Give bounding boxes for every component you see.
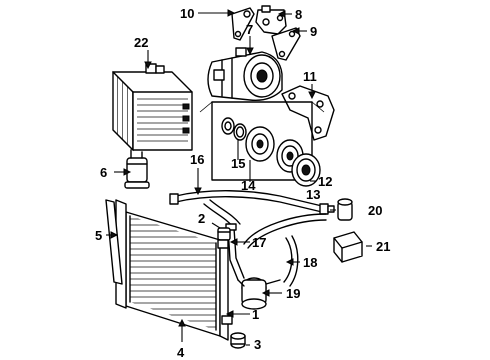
- compressor-part: [207, 47, 283, 101]
- callout-17: 17: [252, 235, 266, 250]
- grommet-part: [217, 227, 231, 241]
- support-bracket-part: [281, 85, 335, 141]
- condenser-part: [115, 199, 233, 341]
- field-coil-part: [291, 153, 321, 187]
- callout-11: 11: [303, 69, 317, 84]
- callout-13: 13: [306, 187, 320, 202]
- callout-1: 1: [252, 307, 259, 322]
- callout-2: 2: [198, 211, 205, 226]
- callout-5: 5: [95, 228, 102, 243]
- callout-21: 21: [376, 239, 390, 254]
- service-valve-cap-part: [337, 198, 353, 221]
- leader-lines: [106, 9, 372, 346]
- accumulator-drier-part: [124, 149, 150, 189]
- control-switch-part: [333, 231, 363, 263]
- shim-ring-part: [221, 117, 235, 135]
- callout-14: 14: [241, 178, 256, 193]
- hose-assembly-part: [243, 213, 327, 287]
- callout-6: 6: [100, 165, 107, 180]
- callout-15: 15: [231, 156, 245, 171]
- clutch-hub-part: [245, 126, 275, 162]
- callout-9: 9: [310, 24, 317, 39]
- evaporator-core-part: [112, 63, 193, 152]
- callout-20: 20: [368, 203, 382, 218]
- callout-16: 16: [190, 152, 204, 167]
- callout-7: 7: [246, 22, 253, 37]
- snap-ring-part: [233, 123, 247, 141]
- drain-plug-part: [230, 332, 246, 349]
- callout-18: 18: [303, 255, 317, 270]
- side-seal-part: [105, 199, 123, 285]
- callout-3: 3: [254, 337, 261, 352]
- callout-4: 4: [177, 345, 185, 360]
- receiver-part: [237, 277, 281, 310]
- callout-19: 19: [286, 286, 300, 301]
- callout-22: 22: [134, 35, 148, 50]
- brace-part: [271, 27, 301, 61]
- callout-10: 10: [180, 6, 194, 21]
- mounting-bracket-part: [255, 5, 287, 35]
- callout-12: 12: [318, 174, 332, 189]
- callout-labels: 1 2 3 4 5 6 7 8 9 10 11 12 13 14 15 16 1…: [95, 6, 390, 360]
- compressor-bracket-part: [231, 7, 255, 41]
- callout-8: 8: [295, 7, 302, 22]
